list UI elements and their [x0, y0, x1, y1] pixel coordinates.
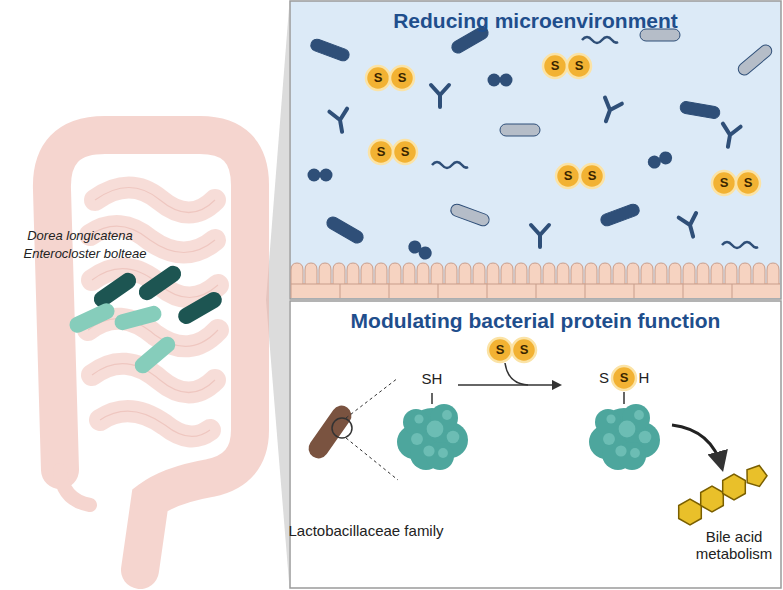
sulfur-symbol: S	[588, 169, 597, 184]
bacteria	[308, 25, 775, 262]
sulfur-atom	[567, 54, 591, 78]
sulfur-symbol: S	[744, 176, 753, 191]
panel-box: Reducing microenvironment	[290, 1, 781, 299]
sulfur-symbol: S	[520, 343, 529, 358]
bacterium-rod	[136, 263, 184, 304]
bacterium-rod	[131, 333, 178, 376]
sulfur-atom	[612, 366, 636, 390]
panel-box: Modulating bacterial protein function	[290, 301, 781, 588]
sulfur-symbol: S	[551, 59, 560, 74]
sulfur-symbol: S	[564, 169, 573, 184]
sulfur-symbol: S	[575, 59, 584, 74]
intestinal-villi	[291, 263, 780, 298]
sulfur-atom	[390, 66, 414, 90]
sulfur-atom	[580, 164, 604, 188]
protein-illustration	[305, 363, 767, 525]
gut-species-name: Enterocloster bolteae	[24, 247, 147, 262]
sulfur-atom	[512, 338, 536, 362]
sulfur-symbol: S	[374, 71, 383, 86]
sulfur-symbol: S	[620, 371, 629, 386]
sulfur-atom	[712, 171, 736, 195]
intestine	[52, 135, 250, 570]
sulfur-atom	[366, 66, 390, 90]
bacterium-rod	[113, 304, 164, 332]
pathway-label: Bile acid metabolism	[689, 528, 779, 563]
sulfur-symbol: S	[720, 176, 729, 191]
sulfur-atom	[543, 54, 567, 78]
bacterium-rod	[91, 270, 139, 311]
bacterium-rod	[175, 289, 225, 327]
panel-background	[290, 1, 781, 299]
bacterium-rod	[67, 301, 117, 336]
sulfur-atom	[488, 338, 512, 362]
bacteria-family-name: Lactobacillaceae family	[288, 522, 443, 539]
bracket-wedge	[266, 8, 289, 582]
sulfur-symbol: S	[398, 71, 407, 86]
panel-title: Reducing microenvironment	[290, 1, 781, 33]
panel-title: Modulating bacterial protein function	[290, 301, 781, 333]
sulfur-atom	[369, 140, 393, 164]
sulfur-symbol: S	[401, 145, 410, 160]
sulfur-atom	[393, 140, 417, 164]
panel-background	[290, 301, 781, 588]
hydrogen-symbol: H	[639, 369, 650, 386]
sulfur-symbol: S	[599, 369, 609, 386]
sulfur-atom	[556, 164, 580, 188]
thiol-group: SH	[422, 370, 443, 387]
gut-species-name: Dorea longicatena	[27, 229, 133, 244]
sulfur-symbol: S	[496, 343, 505, 358]
sulfur-symbol: S	[377, 145, 386, 160]
sulfur-atom	[736, 171, 760, 195]
